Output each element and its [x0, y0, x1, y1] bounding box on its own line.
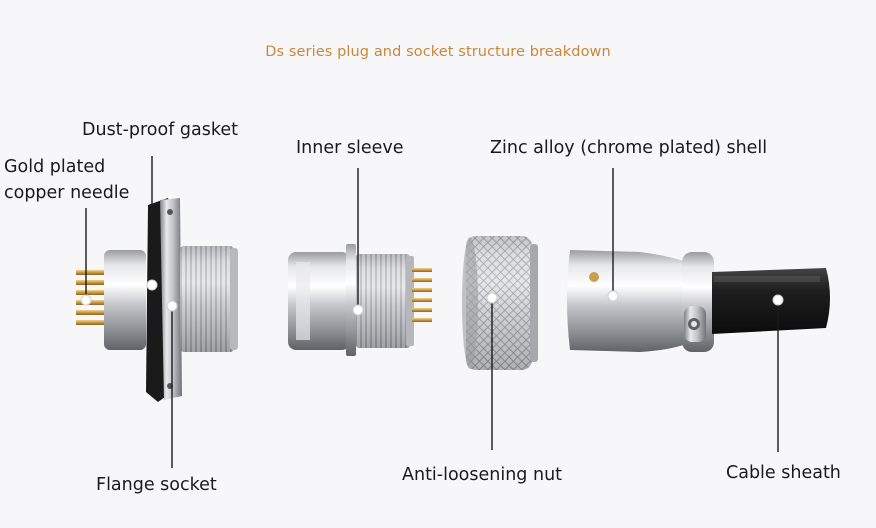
dot-zinc-shell [607, 290, 619, 302]
label-inner-sleeve: Inner sleeve [296, 138, 404, 158]
label-gold-plated-line1: Gold plated [4, 157, 106, 177]
cable-sheath-part [712, 268, 830, 334]
dot-gold-plated [80, 294, 92, 306]
label-anti-loosening-nut: Anti-loosening nut [402, 465, 563, 485]
anti-loosening-nut-part [462, 236, 538, 370]
gold-pins-inner [412, 268, 432, 322]
label-flange-socket: Flange socket [96, 475, 217, 495]
callout-dots [80, 279, 784, 316]
dot-cable-sheath [772, 294, 784, 306]
flange-socket-part [76, 198, 238, 402]
dot-anti-loosening-nut [486, 292, 498, 304]
zinc-alloy-shell-part [567, 250, 714, 352]
callouts [85, 156, 779, 468]
label-cable-sheath: Cable sheath [726, 463, 841, 483]
diagram-title: Ds series plug and socket structure brea… [265, 44, 611, 60]
label-zinc-shell: Zinc alloy (chrome plated) shell [490, 138, 768, 158]
label-dust-proof-gasket: Dust-proof gasket [82, 120, 239, 140]
gold-pins-left [76, 270, 106, 325]
dot-inner-sleeve [352, 304, 364, 316]
dot-flange-socket [166, 300, 178, 312]
dot-dust-proof-gasket [146, 279, 158, 291]
inner-sleeve-part [288, 244, 432, 356]
label-gold-plated-line2: copper needle [4, 183, 130, 203]
